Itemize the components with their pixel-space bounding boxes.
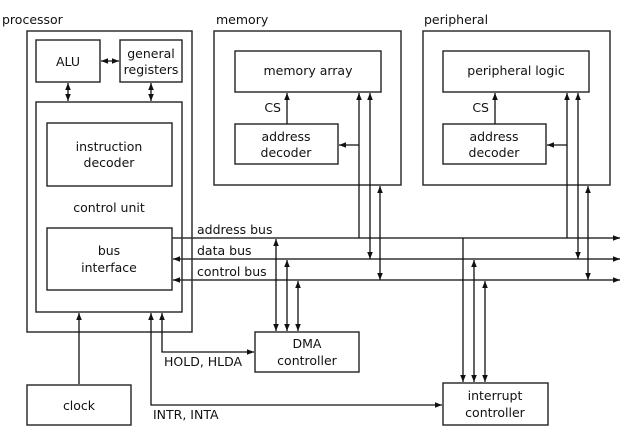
dma-label-line1: DMA <box>293 336 322 351</box>
memory-bus-taps <box>356 93 383 280</box>
alu-label: ALU <box>56 54 80 69</box>
memory-block: memory memory array address decoder CS <box>213 12 402 186</box>
control-unit-label: control unit <box>73 200 145 215</box>
instruction-decoder-box <box>46 122 173 187</box>
interrupt-block: interrupt controller INTR, INTA <box>148 238 549 426</box>
peripheral-block: peripheral peripheral logic address deco… <box>422 12 611 186</box>
dma-label-line2: controller <box>277 353 337 368</box>
general-registers-box <box>119 39 183 83</box>
data-bus-label: data bus <box>197 243 252 258</box>
address-bus-label: address bus <box>197 222 272 237</box>
processor-label: processor <box>2 12 64 27</box>
interrupt-controller-box <box>442 382 549 426</box>
memory-label: memory <box>216 12 269 27</box>
memory-array-box <box>234 50 382 93</box>
peripheral-address-decoder-line1: address <box>469 129 518 144</box>
control-unit-block: instruction decoder control unit bus int… <box>35 101 183 313</box>
general-registers-label-line2: registers <box>124 62 179 77</box>
bus-interface-box <box>46 227 173 291</box>
clock-box <box>26 384 132 426</box>
clock-label: clock <box>63 398 96 413</box>
peripheral-label: peripheral <box>424 12 488 27</box>
peripheral-logic-label: peripheral logic <box>467 63 565 78</box>
hold-hlda-label: HOLD, HLDA <box>164 354 243 369</box>
memory-address-decoder-line1: address <box>261 129 310 144</box>
memory-array-label: memory array <box>264 63 354 78</box>
interrupt-label-line2: controller <box>465 405 525 420</box>
alu-block: ALU <box>35 39 101 83</box>
interrupt-label-line1: interrupt <box>468 388 523 403</box>
memory-address-decoder-box <box>234 123 339 165</box>
control-bus-label: control bus <box>197 264 267 279</box>
clock-block: clock <box>26 313 132 426</box>
general-registers-block: general registers <box>119 39 183 83</box>
bus-interface-label-line1: bus <box>98 243 120 258</box>
peripheral-address-decoder-line2: decoder <box>469 145 521 160</box>
peripheral-bus-taps <box>564 93 591 280</box>
system-buses: address bus data bus control bus <box>172 222 620 283</box>
peripheral-cs-label: CS <box>472 100 489 115</box>
alu-box <box>35 39 101 83</box>
memory-address-decoder-line2: decoder <box>261 145 313 160</box>
instruction-decoder-label-line1: instruction <box>76 139 143 154</box>
intr-inta-line <box>148 313 442 408</box>
peripheral-logic-box <box>442 50 590 93</box>
instruction-decoder-label-line2: decoder <box>84 155 136 170</box>
intr-inta-label: INTR, INTA <box>153 407 219 422</box>
general-registers-label-line1: general <box>127 46 175 61</box>
processor-block: processor ALU general registers instruct… <box>2 12 193 333</box>
memory-cs-label: CS <box>264 100 281 115</box>
bus-interface-label-line2: interface <box>81 260 137 275</box>
